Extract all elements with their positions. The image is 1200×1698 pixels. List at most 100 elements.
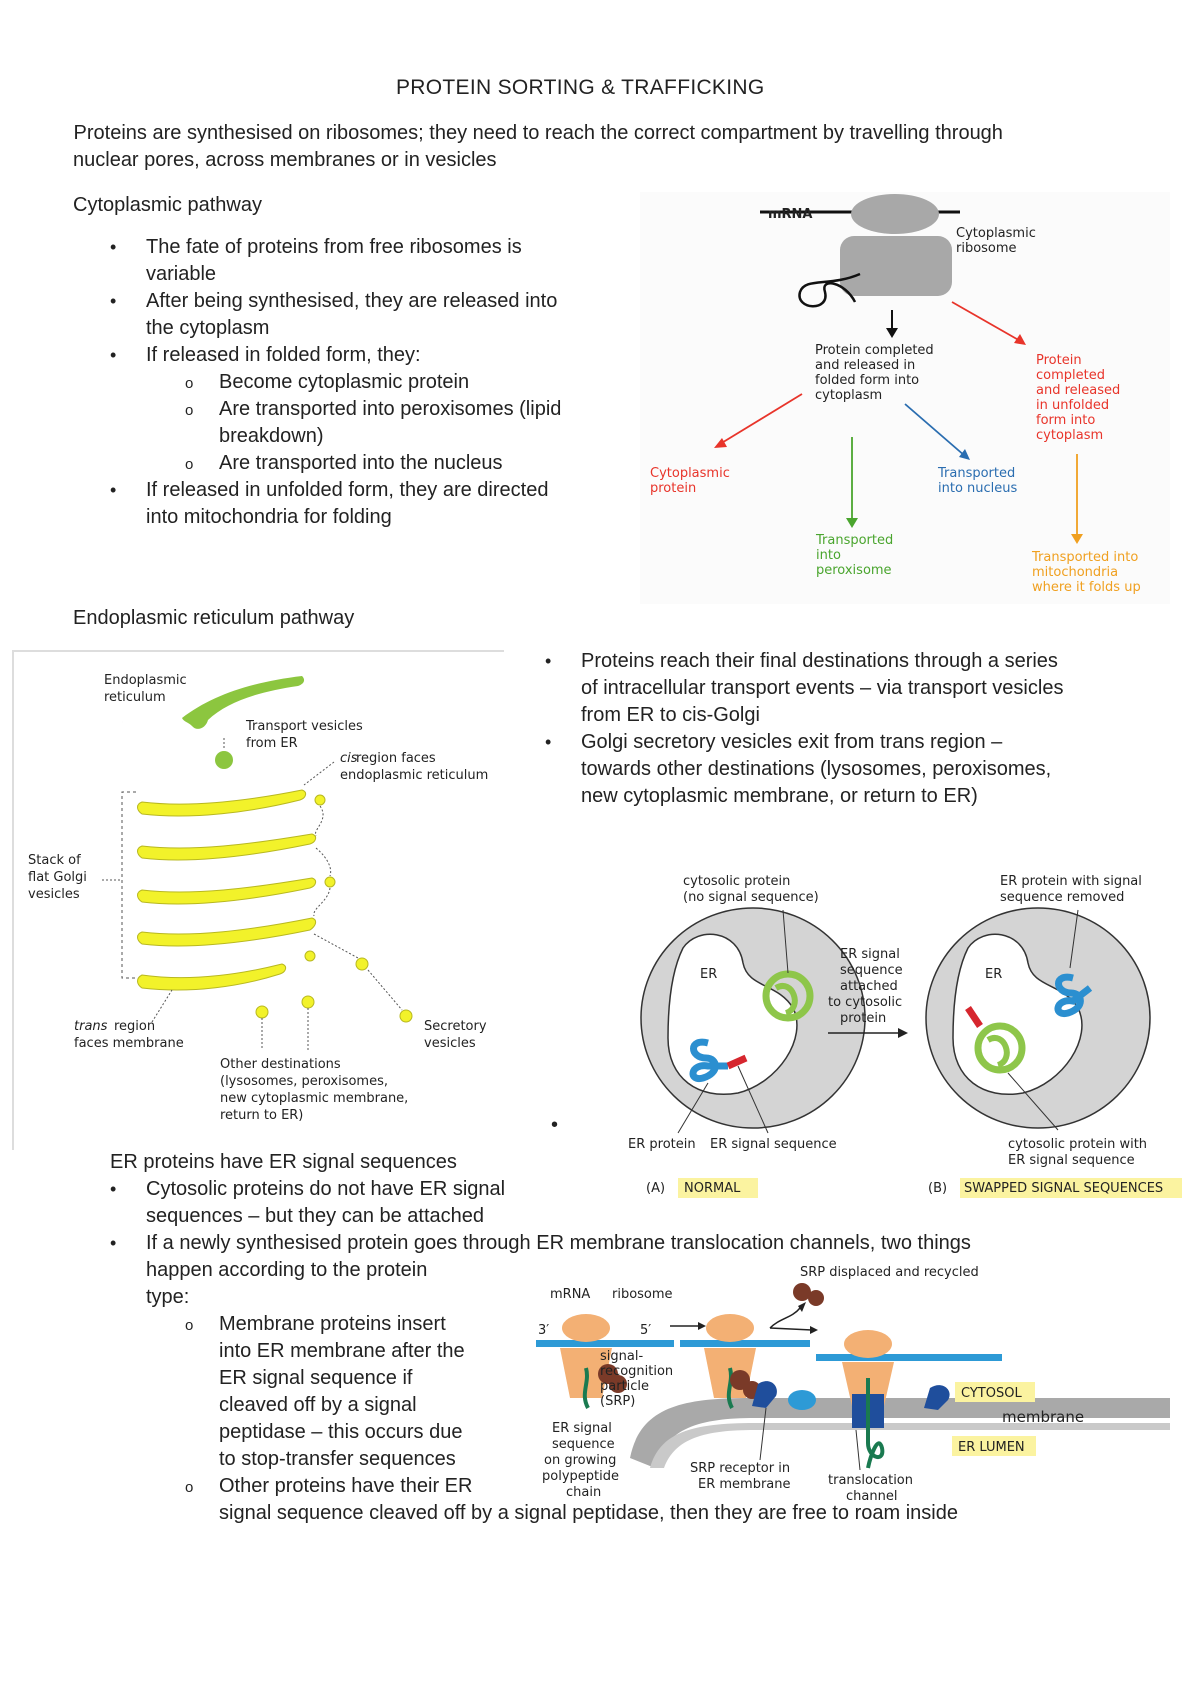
fig2-trans-2: region (114, 1019, 155, 1034)
chain-1 (582, 1367, 590, 1409)
fig2-od-2: (lysosomes, peroxisomes, (220, 1074, 388, 1089)
mrna-3 (816, 1354, 1002, 1361)
mrna-1 (536, 1340, 674, 1347)
fig3-swapped: SWAPPED SIGNAL SEQUENCES (964, 1181, 1163, 1196)
fig1-mrna-label: mRNA (768, 207, 813, 222)
golgi-cisterna-4 (137, 917, 317, 947)
fig2-sec-2: vesicles (424, 1036, 476, 1051)
fig1-mit-2: mitochondria (1032, 565, 1118, 580)
er2-b2b: happen according to the protein (146, 1259, 428, 1281)
cyto-b1b: variable (146, 263, 217, 285)
fig1-nuc-2: into nucleus (938, 481, 1018, 496)
fig3-mid-3: attached (840, 979, 898, 994)
fig4-tc-1: translocation (828, 1473, 913, 1488)
fig4-rec-2: ER membrane (698, 1477, 791, 1492)
translocation-channel-closed (788, 1390, 816, 1410)
cyto-s2a: Are transported into peroxisomes (lipid (219, 398, 562, 420)
cyto-s1: Become cytoplasmic protein (219, 371, 470, 393)
srp-receptor-2 (924, 1385, 950, 1410)
er2-s1e: peptidase – this occurs due (219, 1421, 463, 1443)
fig2-od-4: return to ER) (220, 1108, 303, 1123)
page-title: PROTEIN SORTING & TRAFFICKING (396, 76, 765, 99)
fig2-trans-1: trans (74, 1019, 108, 1034)
fig3-cyt-2: (no signal sequence) (683, 890, 819, 905)
fig2-cis-1: cis (340, 751, 358, 766)
signal-sequence-figure: cytosolic protein (no signal sequence) E… (628, 874, 1182, 1198)
fig2-od-1: Other destinations (220, 1057, 341, 1072)
fig4-ers-3: on growing (544, 1453, 616, 1468)
er2-b2c: type: (146, 1286, 190, 1308)
er-b2a: Golgi secretory vesicles exit from trans… (581, 731, 1003, 753)
srp-translocation-figure: SRP displaced and recycled mRNA ribosome… (536, 1265, 1170, 1504)
er2-s1d: cleaved off by a signal (219, 1394, 417, 1416)
fig4-srp-3: particle (600, 1379, 649, 1394)
er2-s1a: Membrane proteins insert (219, 1313, 446, 1335)
golgi-cisterna-5 (137, 963, 287, 991)
golgi-cisterna-1 (137, 789, 307, 817)
fig3-normal: NORMAL (684, 1181, 741, 1196)
er2-b1b: sequences – but they can be attached (146, 1205, 485, 1227)
fig4-ribosome: ribosome (612, 1287, 673, 1302)
fig2-tv-2: from ER (246, 736, 298, 751)
other-destination-vesicle (255, 1005, 269, 1019)
golgi-cisterna-2 (137, 833, 317, 861)
cyto-heading: Cytoplasmic pathway (73, 194, 262, 216)
transport-vesicle (215, 751, 233, 769)
fig1-per-1: Transported (815, 533, 893, 548)
cytosolic-protein-a (762, 970, 814, 1022)
cyto-bullet-list: •The fate of proteins from free ribosome… (110, 234, 626, 531)
er2-s1f: to stop-transfer sequences (219, 1448, 456, 1470)
fig3-erp-2: sequence removed (1000, 890, 1124, 905)
fig4-lumen: ER LUMEN (958, 1440, 1025, 1455)
er-protein-b (1054, 973, 1093, 1017)
er-bullet-list: •Proteins reach their final destinations… (545, 648, 1181, 810)
er-b1c: from ER to cis-Golgi (581, 704, 760, 726)
fig1-folded-2: and released in (815, 358, 915, 373)
fig1-ribosome-2: ribosome (956, 241, 1017, 256)
cyto-b4a: If released in unfolded form, they are d… (146, 479, 549, 501)
fig1-folded-1: Protein completed (815, 343, 934, 358)
fig3-mid-1: ER signal (840, 947, 900, 962)
empty-bullet: • (551, 1114, 559, 1136)
ribosome-small-subunit (851, 194, 939, 234)
fig1-unf-3: and released (1036, 383, 1120, 398)
cyto-b1a: The fate of proteins from free ribosomes… (146, 236, 522, 258)
fig4-membrane: membrane (1002, 1408, 1084, 1426)
fig1-cp-1: Cytoplasmic (650, 466, 730, 481)
fig3-er-sig: ER signal sequence (710, 1137, 837, 1152)
er-b1a: Proteins reach their final destinations … (581, 650, 1058, 672)
fig3-label-b: (B) (928, 1181, 947, 1196)
endoplasmic-reticulum-shape (182, 676, 305, 729)
cyto-b3: If released in folded form, they: (146, 344, 421, 366)
fig1-unf-4: in unfolded (1036, 398, 1109, 413)
cyto-b2b: the cytoplasm (146, 317, 270, 339)
er-protein-a (689, 1038, 728, 1082)
cyto-s3: Are transported into the nucleus (219, 452, 503, 474)
fig4-ers-1: ER signal (552, 1421, 612, 1436)
fig1-nuc-1: Transported (937, 466, 1015, 481)
fig1-mit-3: where it folds up (1032, 580, 1141, 595)
fig3-erp-1: ER protein with signal (1000, 874, 1142, 889)
ribosome-1-small (562, 1314, 610, 1342)
cyto-s2b: breakdown) (219, 425, 324, 447)
fig1-unf-1: Protein (1036, 353, 1082, 368)
srp-receptor-1 (752, 1381, 777, 1408)
er2-s1c: ER signal sequence if (219, 1367, 413, 1389)
fig2-sec-1: Secretory (424, 1019, 487, 1034)
fig3-cwith-2: ER signal sequence (1008, 1153, 1135, 1168)
fig3-mid-5: protein (840, 1011, 886, 1026)
fig1-per-2: into (816, 548, 841, 563)
fig3-er-a: ER (700, 967, 717, 982)
er-b2c: new cytoplasmic membrane, or return to E… (581, 785, 978, 807)
er-b1b: of intracellular transport events – via … (581, 677, 1064, 699)
cyto-b2a: After being synthesised, they are releas… (146, 290, 558, 312)
fig4-3prime: 3′ (538, 1323, 549, 1338)
fig1-cp-2: protein (650, 481, 696, 496)
ribosome-large-subunit (840, 236, 952, 296)
fig4-srp-displaced: SRP displaced and recycled (800, 1265, 979, 1280)
fig2-tv-1: Transport vesicles (245, 719, 363, 734)
fig2-stack-2: flat Golgi (28, 870, 87, 885)
fig3-cyt-1: cytosolic protein (683, 874, 790, 889)
fig2-er-1: Endoplasmic (104, 673, 187, 688)
fig1-unf-6: cytoplasm (1036, 428, 1103, 443)
